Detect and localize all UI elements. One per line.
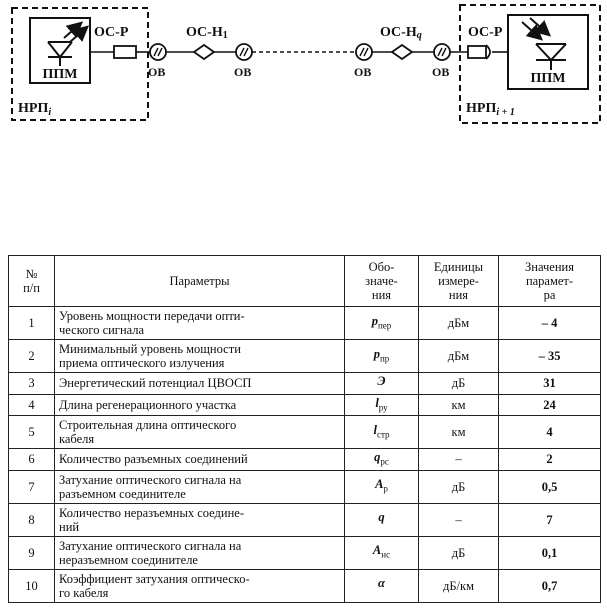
connector-left-icon: [113, 45, 137, 59]
header-param: Параметры: [54, 255, 345, 307]
row-unit: –: [418, 448, 499, 471]
row-param: Количество неразъемных соедине- ний: [54, 502, 345, 537]
table-header-row: № п/п Параметры Обо- значе- ния Единицы …: [8, 255, 601, 307]
row-symbol: pпр: [344, 339, 419, 373]
row-no: 5: [8, 415, 55, 449]
row-param: Строительная длина оптического кабеля: [54, 415, 345, 449]
row-param: Затухание оптического сигнала на неразъе…: [54, 535, 345, 570]
row-unit: км: [418, 393, 499, 416]
table-row: 7 Затухание оптического сигнала на разъе…: [8, 469, 601, 504]
table-row: 9 Затухание оптического сигнала на нераз…: [8, 535, 601, 570]
row-unit: дБ: [418, 535, 499, 570]
row-no: 3: [8, 372, 55, 395]
splice-q-icon: [390, 43, 414, 61]
row-param: Энергетический потенциал ЦВОСП: [54, 372, 345, 395]
os-hq-label: ОС-Нq: [380, 25, 422, 41]
os-r-right-label: ОС-Р: [468, 25, 503, 40]
right-regenerator-box: НРПi + 1: [459, 4, 601, 124]
os-r-left-label: ОС-Р: [94, 25, 129, 40]
row-value: 7: [498, 502, 601, 537]
connector-right-icon: [467, 44, 491, 60]
row-no: 2: [8, 339, 55, 373]
ppm-left-label: ППМ: [43, 67, 78, 82]
row-symbol: Aр: [344, 469, 419, 504]
row-symbol: pпер: [344, 306, 419, 340]
row-symbol: lстр: [344, 415, 419, 449]
ppm-right-label: ППМ: [531, 71, 566, 86]
row-param: Коэффициент затухания оптическо- го кабе…: [54, 568, 345, 603]
fiber-link-diagram: НРПi ППМ НРПi + 1 ППМ: [11, 4, 601, 124]
splice-1-icon: [192, 43, 216, 61]
fiber-reel-hatch: [153, 47, 447, 57]
table-row: 3 Энергетический потенциал ЦВОСП Э дБ 31: [8, 372, 601, 395]
row-param: Минимальный уровень мощности приема опти…: [54, 339, 345, 373]
header-no: № п/п: [8, 255, 55, 307]
left-box-label: НРПi: [18, 101, 51, 118]
row-symbol: α: [344, 568, 419, 603]
left-ppm-block: ППМ: [29, 17, 91, 84]
row-value: 0,7: [498, 568, 601, 603]
row-value: – 4: [498, 306, 601, 340]
row-param: Затухание оптического сигнала на разъемн…: [54, 469, 345, 504]
row-unit: км: [418, 415, 499, 449]
table-row: 5 Строительная длина оптического кабеля …: [8, 415, 601, 449]
row-symbol: Э: [344, 372, 419, 395]
row-value: 31: [498, 372, 601, 395]
ov-label-1: ОВ: [148, 65, 165, 79]
ov-label-3: ОВ: [354, 65, 371, 79]
row-value: – 35: [498, 339, 601, 373]
table-row: 6 Количество разъемных соединений qрс – …: [8, 448, 601, 471]
row-unit: –: [418, 502, 499, 537]
row-symbol: q: [344, 502, 419, 537]
right-box-label: НРПi + 1: [466, 101, 515, 118]
left-regenerator-box: НРПi: [11, 7, 149, 121]
row-no: 7: [8, 469, 55, 504]
row-symbol: qрс: [344, 448, 419, 471]
parameters-table: № п/п Параметры Обо- значе- ния Единицы …: [8, 255, 601, 603]
table-row: 10 Коэффициент затухания оптическо- го к…: [8, 568, 601, 603]
photodiode-emitter-icon: [47, 21, 90, 66]
right-ppm-block: ППМ: [507, 14, 589, 90]
row-no: 9: [8, 535, 55, 570]
row-unit: дБм: [418, 306, 499, 340]
photodiode-receiver-icon: [521, 17, 567, 70]
row-no: 8: [8, 502, 55, 537]
row-value: 0,1: [498, 535, 601, 570]
row-unit: дБм: [418, 339, 499, 373]
row-unit: дБ/км: [418, 568, 499, 603]
row-symbol: Aнс: [344, 535, 419, 570]
ov-label-2: ОВ: [234, 65, 251, 79]
row-no: 10: [8, 568, 55, 603]
os-h1-label: ОС-Н1: [186, 25, 228, 41]
row-value: 24: [498, 393, 601, 416]
row-param: Уровень мощности передачи опти- ческого …: [54, 306, 345, 340]
row-param: Длина регенерационного участка: [54, 393, 345, 416]
row-no: 1: [8, 306, 55, 340]
row-value: 4: [498, 415, 601, 449]
row-value: 0,5: [498, 469, 601, 504]
header-value: Значения парамет- ра: [498, 255, 601, 307]
row-unit: дБ: [418, 469, 499, 504]
table-row: 1 Уровень мощности передачи опти- ческог…: [8, 306, 601, 340]
row-no: 6: [8, 448, 55, 471]
row-unit: дБ: [418, 372, 499, 395]
table-row: 8 Количество неразъемных соедине- ний q …: [8, 502, 601, 537]
table-row: 2 Минимальный уровень мощности приема оп…: [8, 339, 601, 373]
row-no: 4: [8, 393, 55, 416]
header-unit: Единицы измере- ния: [418, 255, 499, 307]
row-symbol: lру: [344, 393, 419, 416]
ov-label-4: ОВ: [432, 65, 449, 79]
header-symbol: Обо- значе- ния: [344, 255, 419, 307]
row-param: Количество разъемных соединений: [54, 448, 345, 471]
row-value: 2: [498, 448, 601, 471]
table-row: 4 Длина регенерационного участка lру км …: [8, 393, 601, 416]
